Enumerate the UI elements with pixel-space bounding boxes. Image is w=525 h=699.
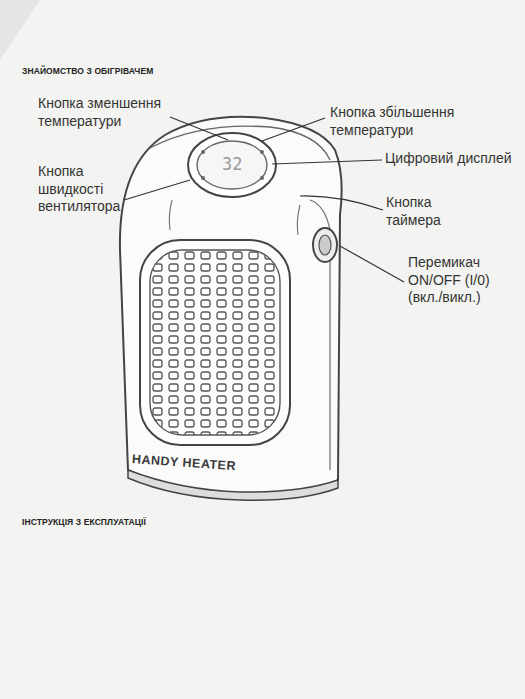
- page-heading: ЗНАЙОМСТВО З ОБІГРІВАЧЕМ: [22, 66, 153, 77]
- part-label: Кнопка швидкості вентилятора: [38, 163, 130, 216]
- part-label: Кнопка зменшення температури: [38, 95, 178, 130]
- part-label: Кнопка таймера: [386, 194, 476, 229]
- part-label: Перемикач ON/OFF (I/0) (вкл./викл.): [408, 254, 513, 307]
- display-reading: 32: [222, 154, 242, 175]
- part-label: Цифровий дисплей: [385, 150, 520, 168]
- part-label: Кнопка збільшення температури: [330, 104, 475, 139]
- section-heading: ІНСТРУКЦІЯ З ЕКСПЛУАТАЦІЇ: [22, 517, 146, 528]
